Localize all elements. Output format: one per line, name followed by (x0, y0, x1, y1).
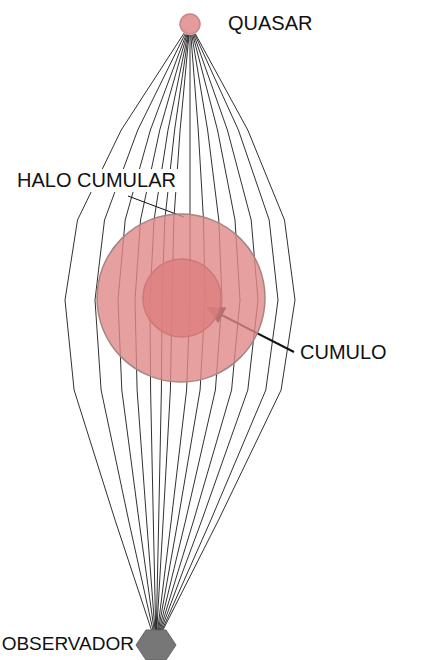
circle-shape (179, 13, 201, 35)
observer-symbol: OBSERVADOR (136, 630, 176, 660)
circle-shape (96, 213, 266, 383)
observer-label: OBSERVADOR (2, 632, 134, 655)
circle-outline (180, 14, 200, 34)
quasar-label: QUASAR (228, 12, 312, 35)
halo-circle: CUMULOHALO CUMULAR (96, 213, 266, 383)
hexagon-outline (136, 630, 176, 660)
quasar-circle: QUASAR (179, 13, 201, 35)
hexagon-shape (136, 630, 176, 660)
halo-label: HALO CUMULAR (15, 169, 178, 192)
cluster-label: CUMULO (300, 341, 387, 364)
circle-outline (97, 214, 265, 382)
